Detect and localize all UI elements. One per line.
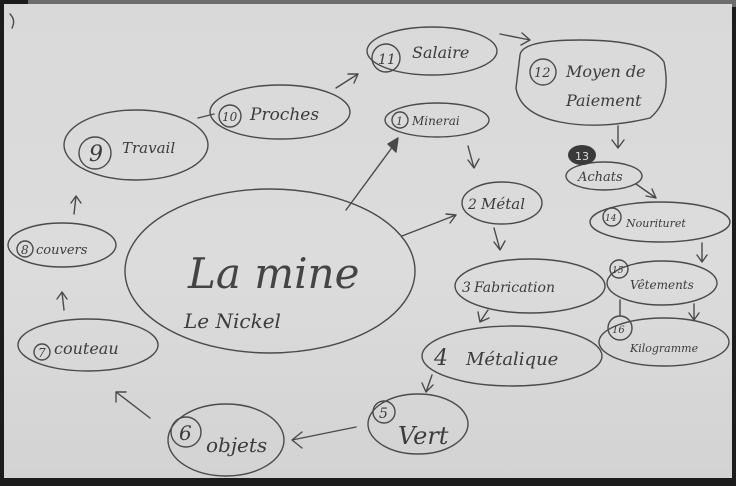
node-couverts-number: 8 — [21, 243, 29, 257]
photo-top-edge — [28, 0, 736, 7]
node-metal-label: Métal — [480, 195, 525, 213]
arrow-fabrication-to-metalique — [477, 309, 490, 323]
node-metalique-label: Métalique — [465, 349, 558, 370]
arrow-proches-to-salaire — [335, 73, 359, 89]
node-minerai-number: 1 — [396, 115, 403, 128]
node-couverts-bubble — [7, 222, 117, 268]
arrow-vetements-to-kilogramme — [688, 303, 700, 321]
node-kilogramme-label: Kilogramme — [629, 342, 699, 355]
arrow-metal-to-fabrication — [493, 227, 506, 251]
node-metal-number: 2 — [467, 197, 477, 213]
node-couteau-bubble — [17, 318, 159, 372]
connector-arrows — [56, 32, 708, 449]
node-couverts-number-circle — [16, 240, 34, 258]
node-travail-bubble — [63, 109, 209, 181]
node-nourriture-number: 14 — [605, 214, 617, 224]
arrow-objets-to-couteau — [115, 391, 151, 419]
node-proches-bubble — [209, 84, 351, 140]
arrow-moyen-to-achats — [611, 125, 625, 149]
node-minerai-label: Minerai — [411, 114, 460, 128]
node-minerai-bubble — [384, 102, 490, 138]
arrow-travail-to-proches — [197, 113, 215, 119]
node-nourriture-number-circle — [602, 207, 622, 227]
node-moyen-paiement-number-circle — [529, 58, 557, 86]
center-title: La mine — [187, 249, 359, 298]
arrow-nourriture-to-vetements — [696, 242, 708, 263]
node-achats-number: 13 — [575, 150, 589, 163]
node-vert-number: 5 — [379, 406, 388, 422]
arrow-couteau-to-couverts — [56, 291, 68, 311]
node-moyen-paiement-number: 12 — [534, 66, 551, 81]
node-vetements-number-circle — [609, 259, 629, 279]
node-proches-number: 10 — [222, 110, 238, 124]
node-salaire-bubble — [366, 26, 498, 76]
node-metal-bubble — [461, 181, 543, 225]
node-kilogramme-bubble — [598, 317, 730, 367]
node-objets-number-circle — [170, 416, 202, 448]
node-travail-number: 9 — [89, 142, 103, 167]
node-salaire-number-circle — [371, 43, 401, 73]
node-vert-label: Vert — [398, 422, 449, 450]
center-bubble — [124, 188, 416, 354]
node-achats-label: Achats — [577, 170, 623, 185]
node-vert-number-circle — [372, 400, 396, 424]
node-travail-label: Travail — [122, 139, 175, 157]
node-vetements-bubble — [606, 260, 718, 306]
arrow-couverts-to-travail — [70, 195, 82, 215]
node-salaire-label: Salaire — [412, 43, 469, 62]
node-vetements-label: Vêtements — [630, 278, 694, 292]
node-salaire-number: 11 — [378, 52, 396, 68]
node-fabrication-label: Fabrication — [473, 280, 555, 296]
node-moyen-paiement-label-2: Paiement — [565, 91, 642, 110]
arrow-center-to-metal — [401, 213, 457, 237]
arrow-minerai-to-metal — [467, 145, 480, 169]
node-metalique-bubble — [421, 325, 603, 387]
node-nourriture-label: Nourituret — [625, 217, 686, 230]
node-couteau-number-circle — [33, 343, 51, 361]
node-travail-number-circle — [78, 136, 112, 170]
node-proches-number-circle — [218, 104, 242, 128]
arrow-salaire-to-moyen — [499, 32, 531, 46]
node-metalique-number: 4 — [433, 346, 448, 371]
node-achats-bubble — [565, 161, 643, 191]
node-vert-bubble — [367, 393, 469, 455]
node-kilogramme-number: 16 — [612, 325, 625, 336]
arrow-center-to-minerai-head — [387, 137, 399, 153]
node-nourriture-bubble — [589, 201, 731, 243]
node-minerai-number-circle — [391, 111, 409, 129]
node-vetements-number: 15 — [612, 266, 624, 276]
node-couteau-label: couteau — [54, 339, 119, 358]
node-moyen-paiement-label-1: Moyen de — [565, 62, 646, 81]
arrow-center-to-minerai — [345, 141, 397, 211]
arrow-metalique-to-vert — [421, 374, 434, 393]
node-fabrication-bubble — [454, 258, 606, 314]
arrow-vert-to-objets — [291, 426, 357, 449]
arrow-achats-to-nourriture — [635, 183, 657, 199]
node-objets-number: 6 — [179, 421, 192, 445]
center-subtitle: Le Nickel — [183, 309, 281, 333]
node-proches-label: Proches — [249, 105, 319, 125]
stray-mark-left — [9, 13, 15, 29]
node-achats-number-circle — [568, 145, 596, 165]
node-objets-bubble — [167, 403, 285, 477]
node-objets-label: objets — [206, 433, 267, 457]
node-moyen-paiement-bubble — [515, 39, 667, 126]
node-couteau-number: 7 — [38, 346, 46, 360]
node-fabrication-number: 3 — [462, 280, 471, 296]
node-couverts-label: couvers — [36, 243, 88, 258]
